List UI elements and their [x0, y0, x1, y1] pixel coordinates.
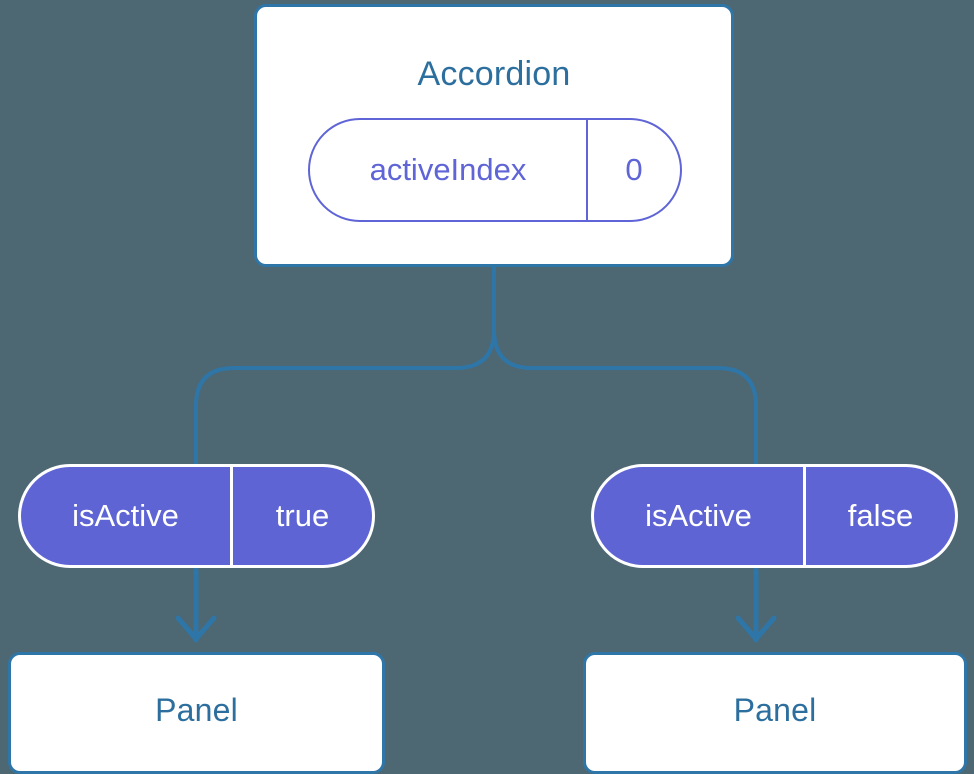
prop-pill-key: isActive [21, 467, 233, 565]
panel-right-title: Panel [733, 691, 817, 728]
arrow-right-head-icon [735, 615, 777, 642]
prop-pill-value: true [275, 498, 330, 533]
state-pill-key: activeIndex [310, 120, 588, 220]
accordion-title: Accordion [417, 55, 571, 93]
connector-branch-right [492, 328, 758, 468]
arrow-left-head-icon [175, 615, 217, 642]
component-card-panel-right[interactable]: Panel [583, 652, 967, 774]
prop-pill-value: false [847, 498, 914, 533]
component-card-panel-left[interactable]: Panel [8, 652, 385, 774]
panel-left-title: Panel [155, 691, 238, 728]
prop-pill-isactive-false[interactable]: isActive false [591, 464, 958, 568]
state-pill-value: 0 [625, 152, 643, 187]
connector-trunk-split [194, 264, 496, 468]
prop-pill-isactive-true[interactable]: isActive true [18, 464, 375, 568]
state-pill-activeindex[interactable]: activeIndex 0 [308, 118, 682, 222]
prop-pill-key: isActive [594, 467, 806, 565]
